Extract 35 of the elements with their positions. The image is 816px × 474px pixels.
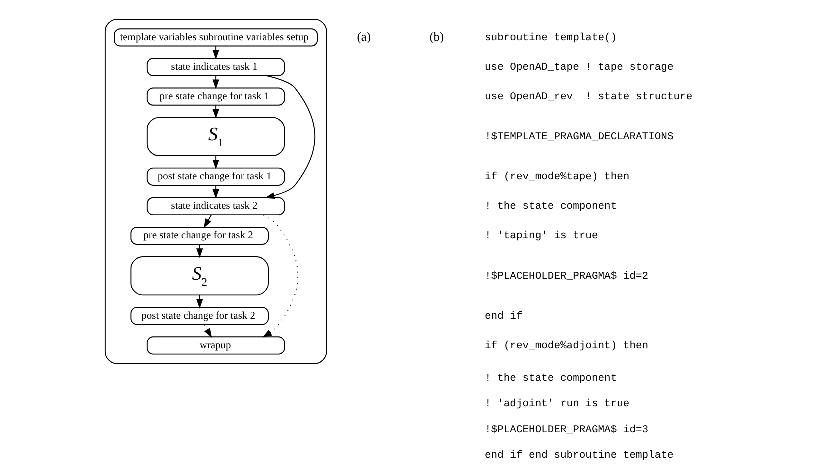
label: ! the state component	[485, 372, 618, 385]
label: subroutine template()	[485, 32, 618, 44]
label: if (rev_mode%adjoint) then	[485, 340, 649, 352]
node-box: wrapup	[146, 336, 286, 355]
arrow	[212, 156, 220, 170]
label: ! 'taping' is true	[485, 230, 598, 243]
node-box: pre state change for task 1	[146, 88, 286, 106]
arrow	[196, 294, 204, 309]
node-box: state indicates task 1	[146, 58, 286, 76]
label: end if end subroutine template	[485, 450, 674, 462]
node-box: pre state change for task 2	[130, 226, 269, 246]
label: (a)	[357, 30, 371, 44]
label: (b)	[430, 30, 444, 44]
label: use OpenAD_rev ! state structure	[485, 91, 693, 104]
label: if (rev_mode%tape) then	[485, 172, 630, 184]
node-box: S$_{2}$	[130, 256, 269, 296]
node-box: template variables subroutine variables setup	[114, 28, 318, 47]
cluster	[104, 19, 328, 364]
label: ! the state component	[485, 201, 618, 214]
arrow	[262, 214, 299, 338]
label: ! 'adjoint' run is true	[485, 398, 630, 411]
arrow	[196, 244, 204, 258]
label: end if	[485, 310, 523, 323]
label: !$PLACEHOLDER_PRAGMA$ id=2	[485, 270, 649, 283]
node-box: S$_{1}$	[146, 117, 286, 156]
label: !$PLACEHOLDER_PRAGMA$ id=3	[485, 424, 649, 436]
arrow	[212, 105, 220, 119]
node-box: state indicates task 2	[146, 197, 286, 216]
node-box: post state change for task 1	[146, 168, 286, 186]
node-box: post state change for task 2	[130, 307, 269, 326]
arrow	[212, 46, 220, 60]
label: use OpenAD_tape ! tape storage	[485, 62, 674, 74]
arrow	[212, 185, 220, 200]
arrow	[212, 76, 220, 90]
label: !$TEMPLATE_PRAGMA_DECLARATIONS	[485, 132, 674, 144]
